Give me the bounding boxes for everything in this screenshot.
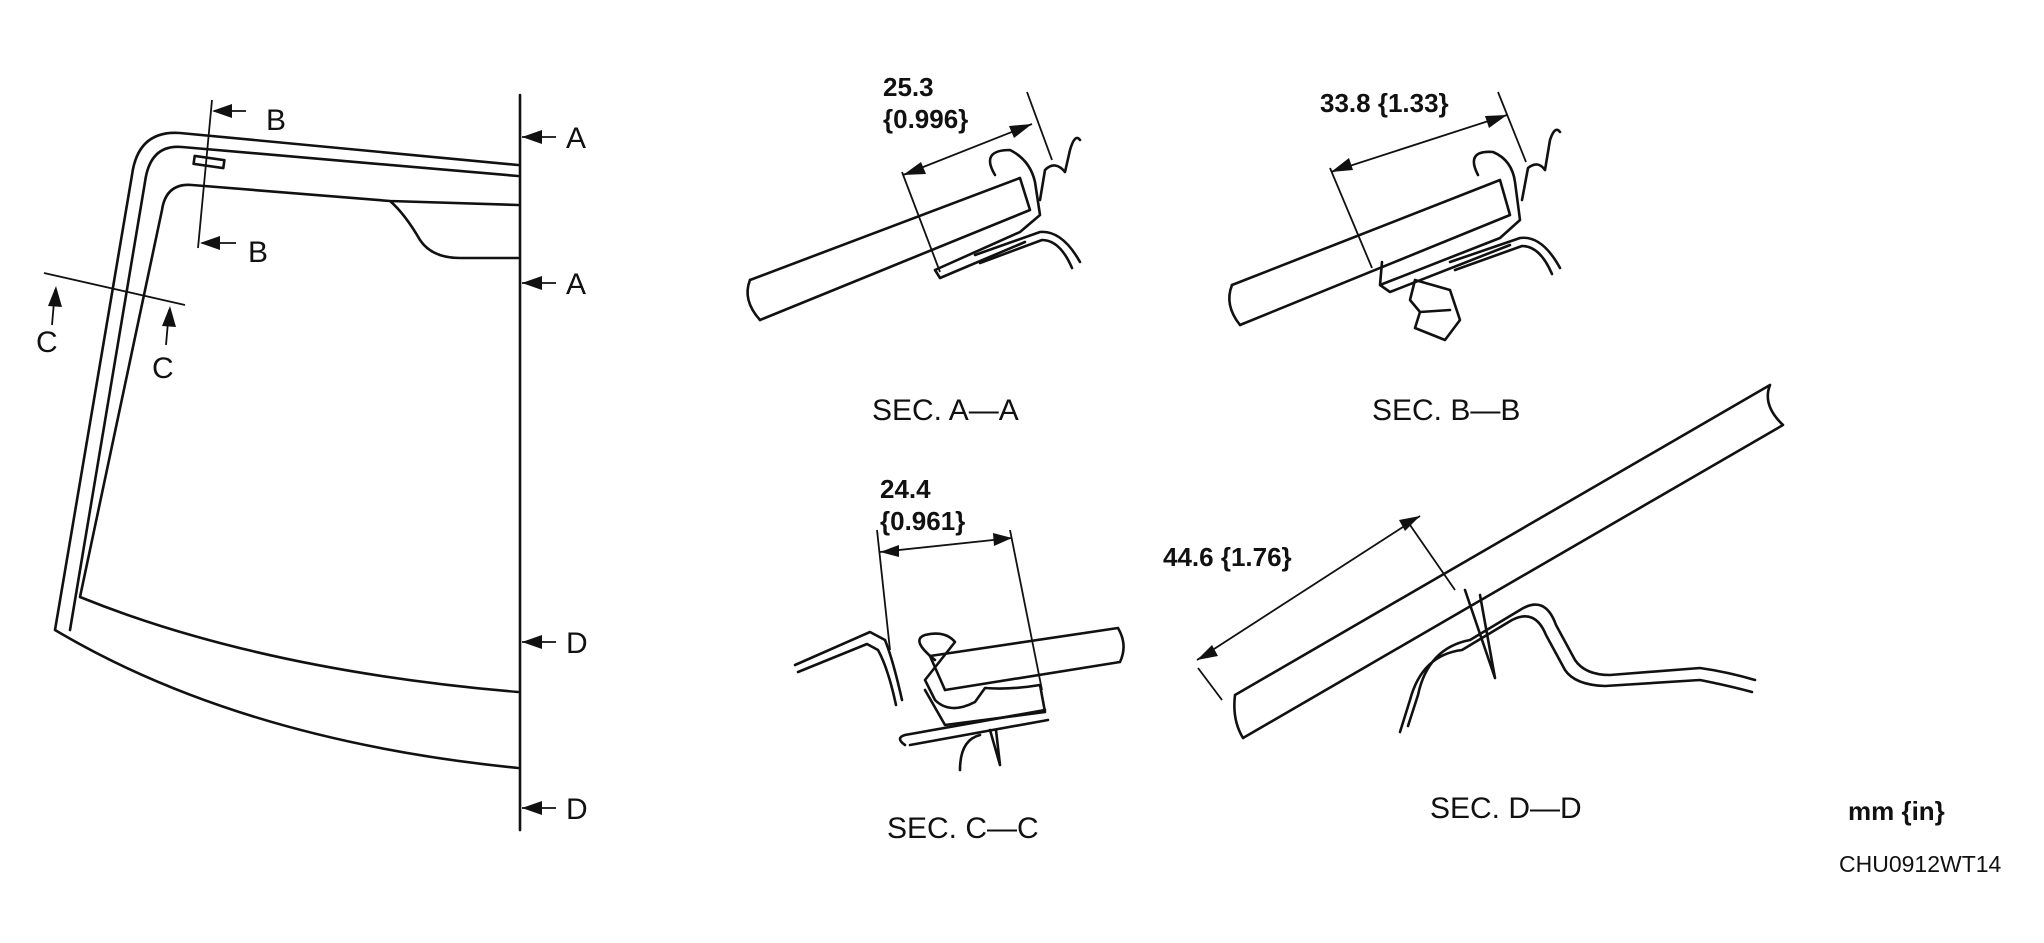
section-c: 24.4 {0.961} SEC. C—C — [793, 474, 1125, 845]
section-d-dimension: 44.6 {1.76} — [1163, 542, 1292, 572]
section-c-dimension-mm: 24.4 — [880, 474, 931, 504]
section-c-dimension-in: {0.961} — [880, 506, 965, 536]
molding-clip-mark — [192, 154, 226, 170]
section-mark-c-left: C — [36, 326, 58, 359]
section-d-body-panel — [1398, 603, 1757, 734]
windshield-molding-inner-edge — [68, 145, 520, 632]
section-c-body-panel — [793, 630, 1050, 747]
section-mark-d-top: D — [566, 627, 588, 660]
windshield-overview: B B C C A A D D — [36, 93, 588, 832]
section-a-caption: SEC. A—A — [872, 394, 1019, 427]
windshield-outer-edge — [53, 131, 520, 770]
section-mark-b-bottom: B — [248, 236, 268, 269]
section-b-caption: SEC. B—B — [1372, 394, 1520, 427]
section-line-b — [197, 99, 213, 249]
section-c-glass — [928, 626, 1125, 692]
section-a-dimension-mm: 25.3 — [883, 72, 934, 102]
section-b-clip — [1408, 278, 1462, 342]
section-c-caption: SEC. C—C — [887, 812, 1039, 845]
section-a-glass — [748, 176, 1032, 322]
section-d-glass — [1233, 383, 1785, 740]
section-a-body-panel — [973, 136, 1082, 270]
section-c-molding — [918, 632, 1047, 727]
section-mark-a-bottom: A — [566, 268, 586, 301]
section-d-caption: SEC. D—D — [1430, 792, 1582, 825]
section-b: 33.8 {1.33} SEC. B—B — [1228, 88, 1562, 427]
section-mark-b-top: B — [266, 104, 286, 137]
figure-code: CHU0912WT14 — [1839, 851, 2002, 877]
units-label: mm {in} — [1848, 796, 1945, 826]
section-d: 44.6 {1.76} SEC. D—D — [1163, 383, 1785, 825]
section-b-body-panel — [1448, 128, 1562, 276]
windshield-ceramic-border — [78, 183, 520, 694]
section-line-c — [43, 272, 186, 306]
section-mark-a-top: A — [566, 122, 586, 155]
section-b-dimension: 33.8 {1.33} — [1320, 88, 1449, 118]
section-b-molding — [1378, 150, 1522, 294]
section-mark-d-bottom: D — [566, 793, 588, 826]
section-a: 25.3 {0.996} SEC. A—A — [746, 72, 1082, 427]
section-a-molding — [933, 148, 1042, 280]
section-mark-c-right: C — [152, 352, 174, 385]
section-a-dimension-in: {0.996} — [883, 104, 968, 134]
section-d-dam — [1463, 588, 1497, 680]
section-b-glass — [1230, 178, 1512, 327]
